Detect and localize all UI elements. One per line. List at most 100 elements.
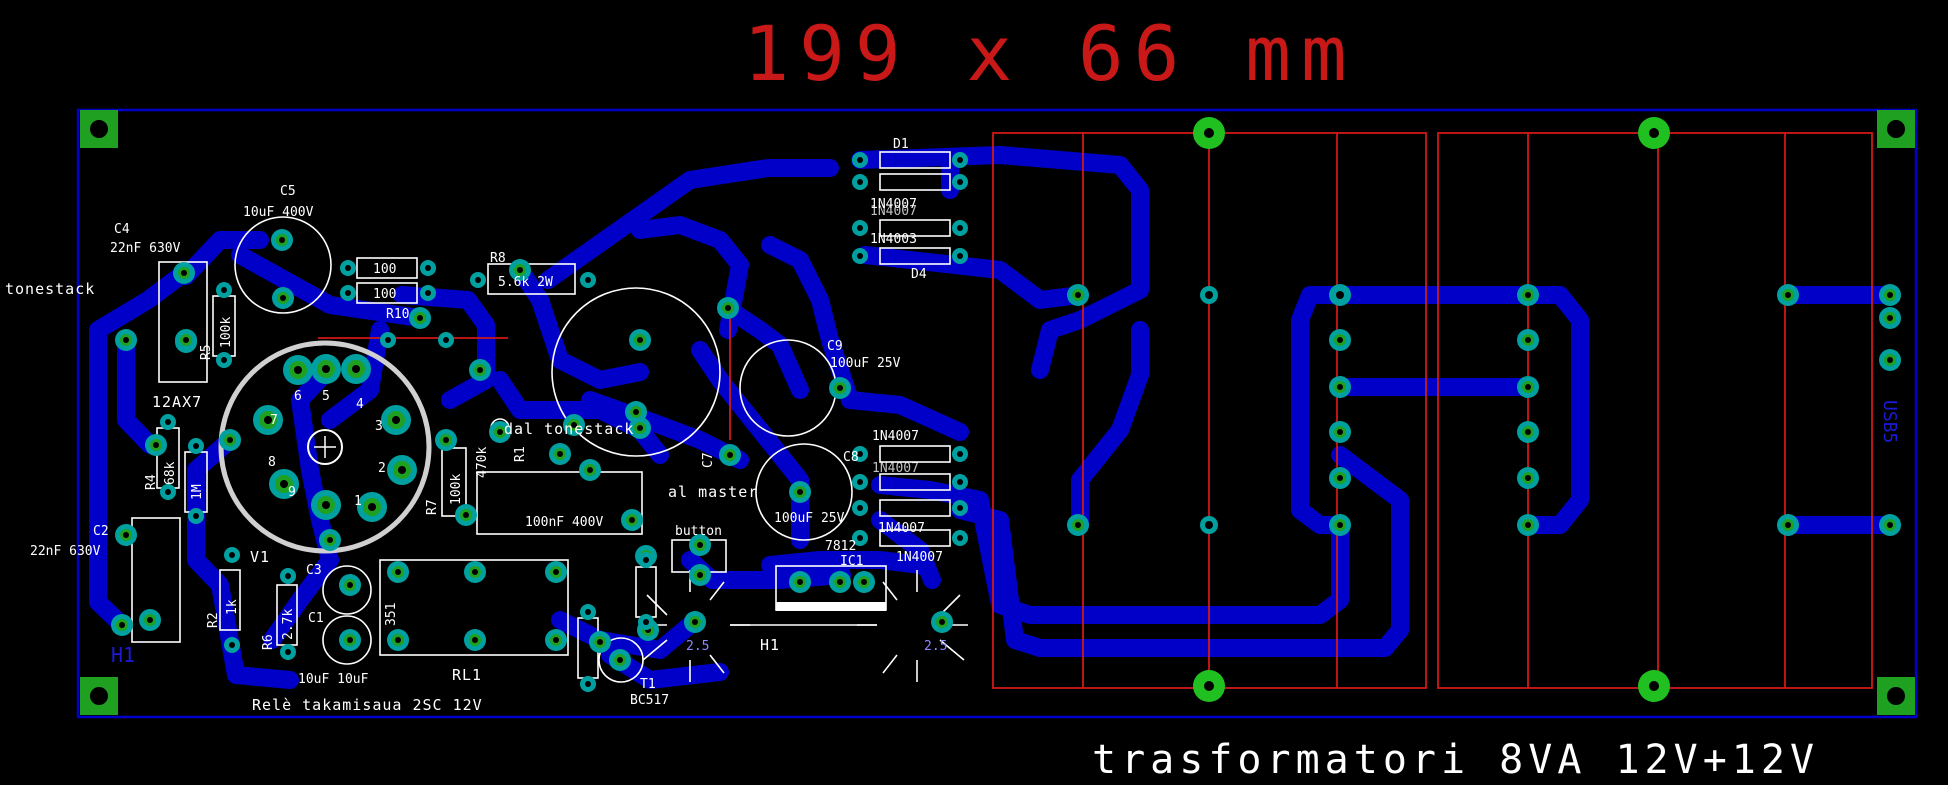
pad xyxy=(857,505,863,511)
label-r10: R10 xyxy=(386,307,409,322)
pad xyxy=(1887,292,1893,298)
pad xyxy=(1525,384,1531,390)
pad xyxy=(1075,522,1081,528)
label-r4-val: 68k xyxy=(163,461,178,485)
label-r7-val: 100k xyxy=(449,474,464,505)
label-r6-val: 2.7k xyxy=(281,609,296,640)
pad xyxy=(280,295,286,301)
label-pin6: 6 xyxy=(294,389,302,404)
pad xyxy=(443,337,449,343)
pad xyxy=(327,537,333,543)
pad xyxy=(1337,475,1343,481)
pad xyxy=(352,365,360,373)
transformer-outline-2 xyxy=(1437,132,1873,689)
label-r6: R6 xyxy=(261,634,276,650)
pad xyxy=(1337,522,1343,528)
pad xyxy=(861,579,867,585)
pad xyxy=(280,480,288,488)
label-pin1: 1 xyxy=(354,494,362,509)
pad xyxy=(497,429,503,435)
pad xyxy=(637,425,643,431)
label-button: button xyxy=(675,524,722,539)
c4-body xyxy=(158,261,208,383)
pad xyxy=(637,337,643,343)
pad xyxy=(123,532,129,538)
ic1-tab xyxy=(776,602,886,611)
label-diode-bot-a: 1N4007 xyxy=(872,461,919,476)
pad xyxy=(368,503,376,511)
label-r100a: 100 xyxy=(373,262,396,277)
pad xyxy=(443,437,449,443)
pad xyxy=(1525,522,1531,528)
pad xyxy=(697,572,703,578)
label-c4-val: 22nF 630V xyxy=(110,241,181,256)
label-diode-top-b: 1N4007 xyxy=(870,204,917,219)
pad xyxy=(725,305,731,311)
pad xyxy=(392,416,400,424)
label-diode-1n4007: 1N4007 xyxy=(872,429,919,444)
pad xyxy=(425,290,431,296)
label-h1-mid: H1 xyxy=(760,636,780,654)
pad xyxy=(587,467,593,473)
pad xyxy=(153,442,159,448)
label-c7: C7 xyxy=(701,452,716,468)
pad xyxy=(477,367,483,373)
label-pin2: 2 xyxy=(378,461,386,476)
pad xyxy=(472,569,478,575)
pad xyxy=(957,179,963,185)
pad xyxy=(472,637,478,643)
label-diode-bot-c: 1N4007 xyxy=(896,550,943,565)
label-v1: V1 xyxy=(250,548,270,566)
label-r2: R2 xyxy=(206,612,221,628)
label-t1: T1 xyxy=(640,677,656,692)
pad xyxy=(727,452,733,458)
pad xyxy=(285,573,291,579)
r100b-body xyxy=(356,282,418,304)
pad xyxy=(1887,315,1893,321)
c8-outline xyxy=(755,443,853,541)
pad xyxy=(229,642,235,648)
label-c9: C9 xyxy=(827,339,843,354)
c6-body xyxy=(476,471,643,535)
pad xyxy=(1525,475,1531,481)
label-tube: 12AX7 xyxy=(152,393,202,411)
pad xyxy=(857,179,863,185)
pad xyxy=(1525,429,1531,435)
pad xyxy=(957,505,963,511)
pad xyxy=(643,619,649,625)
pad xyxy=(857,157,863,163)
label-r100b: 100 xyxy=(373,287,396,302)
pad xyxy=(1525,292,1531,298)
pad xyxy=(1337,337,1343,343)
pad xyxy=(837,579,843,585)
pad xyxy=(183,337,189,343)
pad xyxy=(957,157,963,163)
label-pin5: 5 xyxy=(322,389,330,404)
c1-outline xyxy=(322,615,372,665)
label-c2: C2 xyxy=(93,524,109,539)
pad xyxy=(193,513,199,519)
label-r1: R1 xyxy=(513,446,528,462)
pad xyxy=(417,315,423,321)
pad xyxy=(629,517,635,523)
label-diode-top-a: 1N4007 xyxy=(870,197,917,212)
tube-socket-12ax7 xyxy=(218,340,432,554)
pad xyxy=(475,277,481,283)
label-h1-left: H1 xyxy=(111,643,135,667)
pad xyxy=(165,489,171,495)
pad xyxy=(1525,337,1531,343)
label-r2-val: 1k xyxy=(225,599,240,615)
r7-body xyxy=(441,447,467,517)
pad xyxy=(797,489,803,495)
label-c1c3-val: 10uF 10uF xyxy=(298,672,369,687)
label-c1: C1 xyxy=(308,611,324,626)
label-heatsink-b: 2.5 xyxy=(924,639,947,654)
pads xyxy=(111,152,1901,692)
pad xyxy=(227,437,233,443)
pad xyxy=(425,265,431,271)
pad xyxy=(193,443,199,449)
pad xyxy=(697,542,703,548)
label-c8-val: 100uF 25V xyxy=(774,511,845,526)
pad xyxy=(1785,522,1791,528)
